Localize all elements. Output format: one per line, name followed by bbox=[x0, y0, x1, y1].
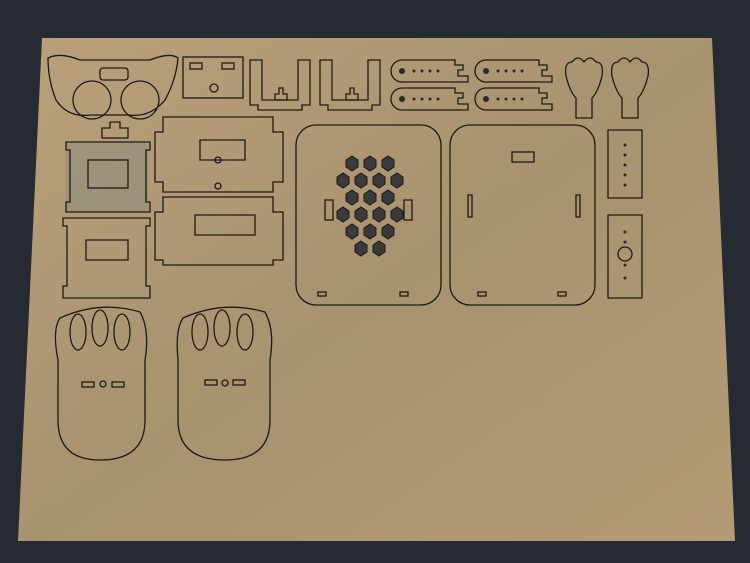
back-plate-piece bbox=[449, 124, 596, 306]
left-foot-piece bbox=[54, 306, 148, 461]
arm-pieces bbox=[390, 59, 553, 111]
u-bracket-piece-1 bbox=[249, 59, 311, 111]
acrylic-sheet bbox=[18, 38, 735, 541]
body-center-pieces bbox=[154, 116, 284, 266]
small-board-piece bbox=[182, 56, 244, 99]
box-side-pieces bbox=[62, 141, 151, 299]
right-foot-piece bbox=[176, 306, 273, 461]
front-plate-piece bbox=[295, 124, 442, 306]
u-bracket-piece-2 bbox=[319, 59, 381, 111]
strip-pieces bbox=[607, 129, 643, 299]
hand-pieces bbox=[564, 57, 650, 119]
head-panel-piece bbox=[47, 54, 179, 139]
